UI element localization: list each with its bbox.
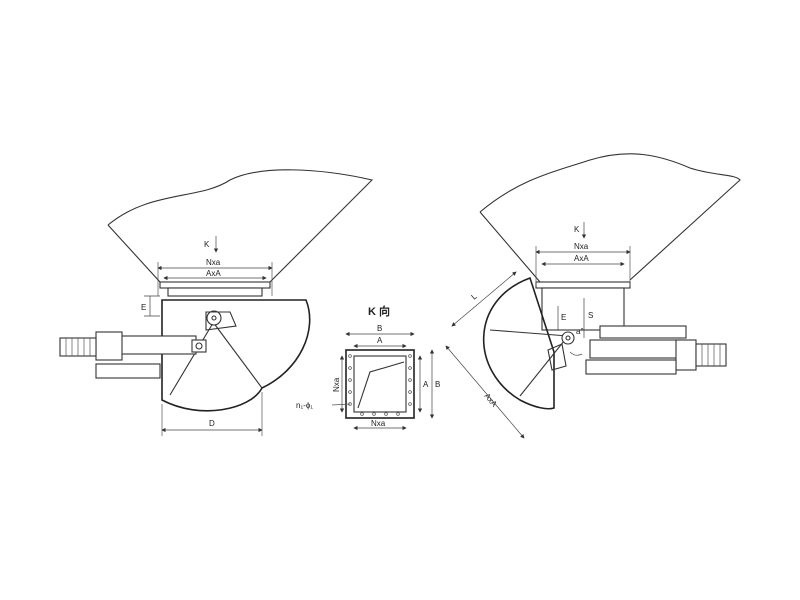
right-e-label: E [561,313,566,322]
left-view: K Nxa AxA E D [59,169,374,436]
right-l-dim [451,271,517,327]
left-e-dim [144,295,160,317]
left-actuator-clevis [191,339,207,353]
left-e-label: E [141,303,146,312]
right-body [541,287,625,331]
right-gate-plate [489,329,569,337]
k-nxa-bottom-label: Nxa [371,419,386,428]
right-axa-top-label: AxA [574,254,589,263]
left-lever [205,311,237,331]
k-gate-line [357,361,405,409]
right-actuator-rod [599,325,687,339]
right-dim-ext [535,246,631,286]
right-gate-plate-2 [519,335,569,397]
right-nxa-label: Nxa [574,242,589,251]
left-flange-lower [167,287,263,297]
k-b-side-label: B [435,380,440,389]
right-hopper-outline [479,153,741,283]
left-dim-ext [157,262,273,296]
right-pivot-center [565,335,571,341]
right-alpha-label: a° [576,327,584,336]
right-axa-diag-label: AxA [482,392,499,410]
k-bolt-holes [348,354,412,416]
left-d-ext [161,392,263,436]
right-motor [695,343,727,367]
right-motor-fins [701,344,721,366]
left-arc-gate [161,299,311,412]
right-pivot [561,331,575,345]
left-d-label: D [209,419,215,428]
right-actuator-body [589,339,683,359]
k-hole-label: n₁-ϕ₁ [296,401,313,410]
right-lever [547,343,567,371]
left-clevis-pin [195,342,203,350]
left-gate-plate [209,317,263,389]
left-gate-plate-2 [169,317,217,396]
k-outer-square [345,349,415,419]
left-actuator-rod [117,335,197,355]
left-hopper-outline [107,169,374,283]
k-a-top-label: A [377,336,383,345]
k-b-top-label: B [377,324,382,333]
left-nxa-label: Nxa [206,258,221,267]
right-k-label: K [574,225,580,234]
left-pivot [206,310,222,326]
k-hole-leader [331,403,351,406]
right-flange-top [535,281,631,289]
left-k-label: K [204,240,210,249]
right-l-label: L [470,291,480,301]
k-view: K 向 B A Nxa A B Nxa n₁-ϕ₁ [296,304,440,431]
k-view-title: K 向 [368,304,390,318]
left-base-frame [95,363,161,379]
right-actuator-cap [675,339,697,371]
right-axa-diag-dim [445,345,525,439]
k-a-side-label: A [423,380,429,389]
k-nxa-side-label: Nxa [332,377,341,392]
left-flange [159,281,271,289]
right-s-label: S [588,311,593,320]
left-axa-label: AxA [206,269,221,278]
right-view: K Nxa AxA E S a° L AxA [445,153,741,439]
right-angle-arc [569,351,583,356]
left-pivot-center [211,315,217,321]
k-inner-square [353,355,407,413]
left-actuator-body [95,331,123,361]
right-base-frame [585,359,677,375]
left-motor-fins [65,338,91,356]
